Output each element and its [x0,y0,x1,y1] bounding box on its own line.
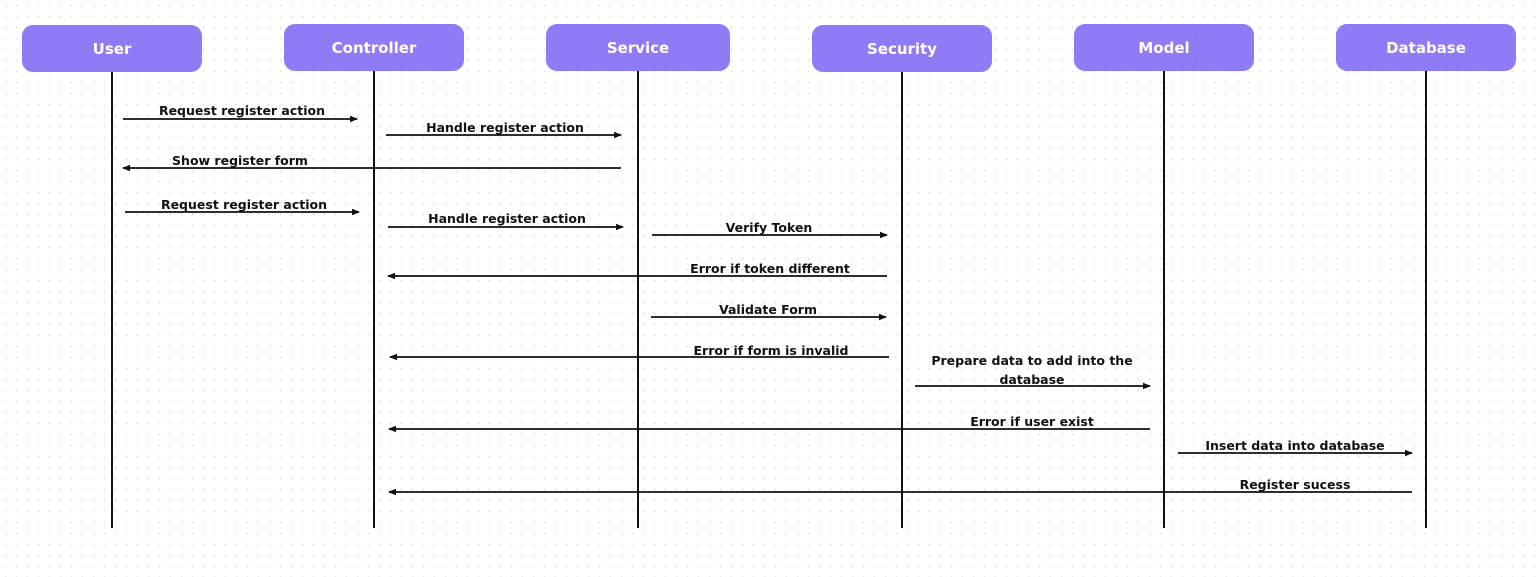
message-10: Prepare data to add into the database [915,353,1151,390]
message-2: Handle register action [386,120,622,139]
actor-box-service [546,24,730,71]
actor-database: Database [1336,24,1516,71]
actor-service: Service [546,24,730,71]
message-label: Handle register action [426,120,584,135]
message-label: Verify Token [726,220,813,235]
actor-box-user [22,25,202,72]
message-13: Register sucess [388,477,1412,496]
message-label: Request register action [159,103,325,118]
message-5: Handle register action [388,211,624,231]
message-label: Register sucess [1240,477,1351,492]
actor-controller: Controller [284,24,464,71]
actor-box-controller [284,24,464,71]
actor-model: Model [1074,24,1254,71]
message-label: Error if user exist [970,414,1094,429]
message-4: Request register action [125,197,360,216]
message-9: Error if form is invalid [389,343,889,361]
message-label: database [999,372,1064,387]
actor-label-database: Database [1386,39,1466,57]
actor-user: User [22,25,202,72]
actor-box-security [812,25,992,72]
actor-label-security: Security [867,40,937,58]
actor-label-service: Service [607,39,669,57]
actor-label-controller: Controller [332,39,417,57]
message-1: Request register action [123,103,358,123]
message-label: Handle register action [428,211,586,226]
actor-label-model: Model [1138,39,1189,57]
actor-box-database [1336,24,1516,71]
actors: User Controller Service Security Model Databa… [22,24,1516,72]
message-label: Request register action [161,197,327,212]
message-7: Error if token different [387,261,887,280]
message-label: Validate Form [719,302,817,317]
message-label: Error if form is invalid [694,343,849,358]
message-label: Show register form [172,153,308,168]
message-12: Insert data into database [1178,438,1413,457]
message-8: Validate Form [651,302,887,321]
actor-security: Security [812,25,992,72]
message-6: Verify Token [652,220,888,239]
message-3: Show register form [122,153,621,172]
lifelines [111,69,1427,528]
message-label: Insert data into database [1205,438,1384,453]
message-11: Error if user exist [388,414,1150,433]
message-label: Error if token different [690,261,850,276]
actor-box-model [1074,24,1254,71]
message-label: Prepare data to add into the [931,353,1132,368]
actor-label-user: User [93,40,132,58]
